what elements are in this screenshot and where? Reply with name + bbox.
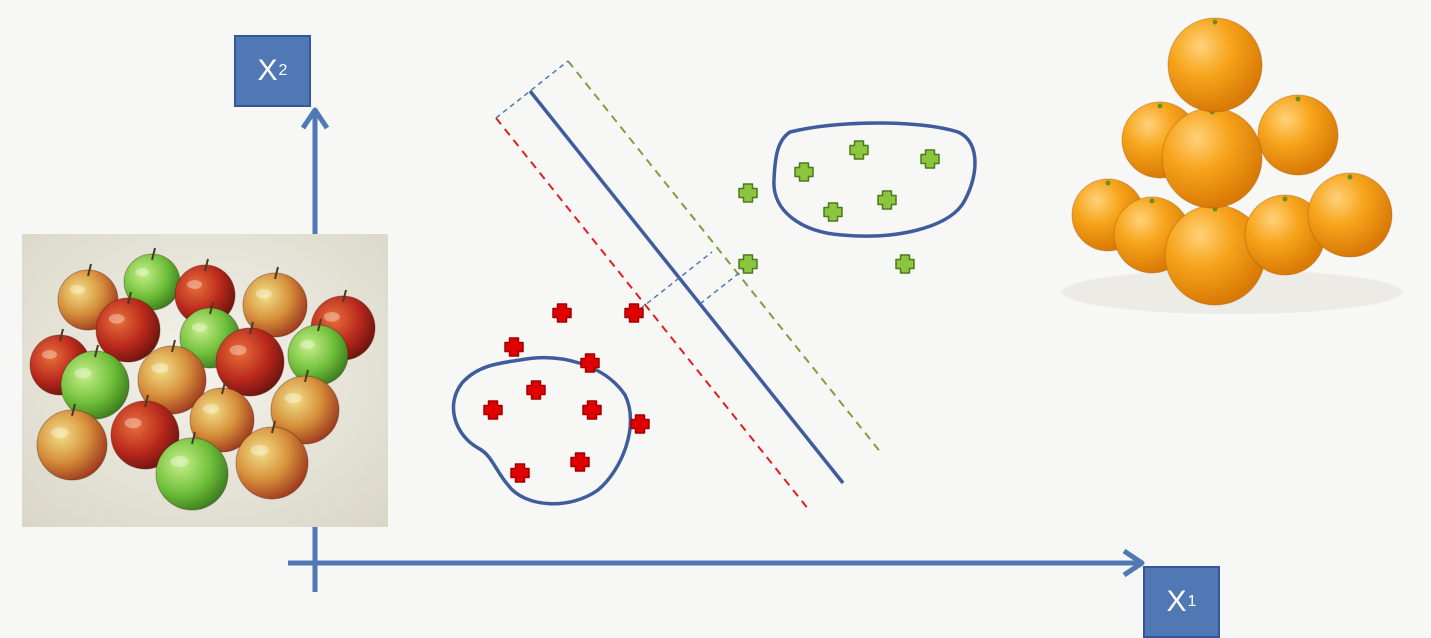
green-point (920, 149, 940, 169)
y-axis-label-sub: 2 (278, 62, 288, 79)
green-point (849, 140, 869, 160)
red-point (580, 353, 600, 373)
apple (36, 409, 108, 481)
apples-photo (22, 234, 388, 527)
apple (155, 437, 229, 511)
apple (110, 400, 180, 470)
red-cluster-outline (451, 355, 633, 506)
red-point (630, 414, 650, 434)
separator-line (528, 89, 845, 485)
green-point (895, 254, 915, 274)
margin-connector-top (495, 60, 569, 119)
x-axis (288, 548, 1145, 578)
x-axis-label-main: X (1166, 585, 1187, 618)
red-point (624, 303, 644, 323)
green-point (738, 254, 758, 274)
x-axis-label-sub: 1 (1187, 593, 1197, 610)
apple (215, 327, 285, 397)
apple (189, 387, 255, 453)
margin-line-green (567, 60, 883, 455)
red-point (582, 400, 602, 420)
orange (1161, 107, 1263, 209)
green-point (823, 202, 843, 222)
apple (242, 272, 308, 338)
apple (287, 324, 349, 386)
green-point (738, 183, 758, 203)
green-class-points (738, 140, 940, 274)
y-axis-label-main: X (257, 54, 278, 87)
oranges-photo (1062, 17, 1402, 314)
green-cluster-outline (772, 121, 977, 238)
orange (1257, 94, 1339, 176)
green-point (794, 162, 814, 182)
red-class-points (483, 303, 650, 483)
red-point (504, 337, 524, 357)
support-connector-green (699, 265, 749, 305)
red-point (570, 452, 590, 472)
orange (1307, 172, 1393, 258)
apple (95, 297, 161, 363)
apple (60, 350, 130, 420)
support-connector-red (639, 251, 713, 310)
green-point (877, 190, 897, 210)
red-point (526, 380, 546, 400)
apple (137, 345, 207, 415)
orange (1167, 17, 1263, 113)
red-point (552, 303, 572, 323)
apple (270, 375, 340, 445)
apple (235, 426, 309, 500)
red-point (510, 463, 530, 483)
red-point (483, 400, 503, 420)
margin-line-red (495, 117, 810, 511)
decision-boundary (495, 60, 883, 511)
